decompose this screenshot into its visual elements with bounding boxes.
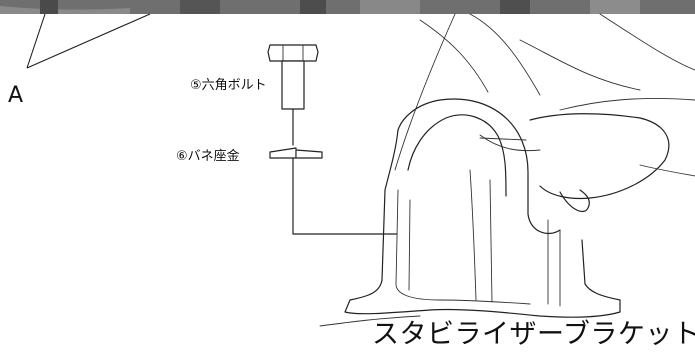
stabilizer-bracket-sketch [319,98,621,327]
callout-a-label: A [8,83,23,108]
callout-a-leaders [26,13,151,69]
hand-sketch [394,13,695,213]
bracket-label: スタビライザーブラケット [372,319,695,350]
assembly-leader [292,157,398,235]
spring-washer-icon [269,147,323,159]
hex-bolt-icon [267,44,319,146]
washer-label: ⑥バネ座金 [176,148,240,164]
photo-strip [0,0,695,14]
bolt-label: ⑤六角ボルト [190,78,267,93]
